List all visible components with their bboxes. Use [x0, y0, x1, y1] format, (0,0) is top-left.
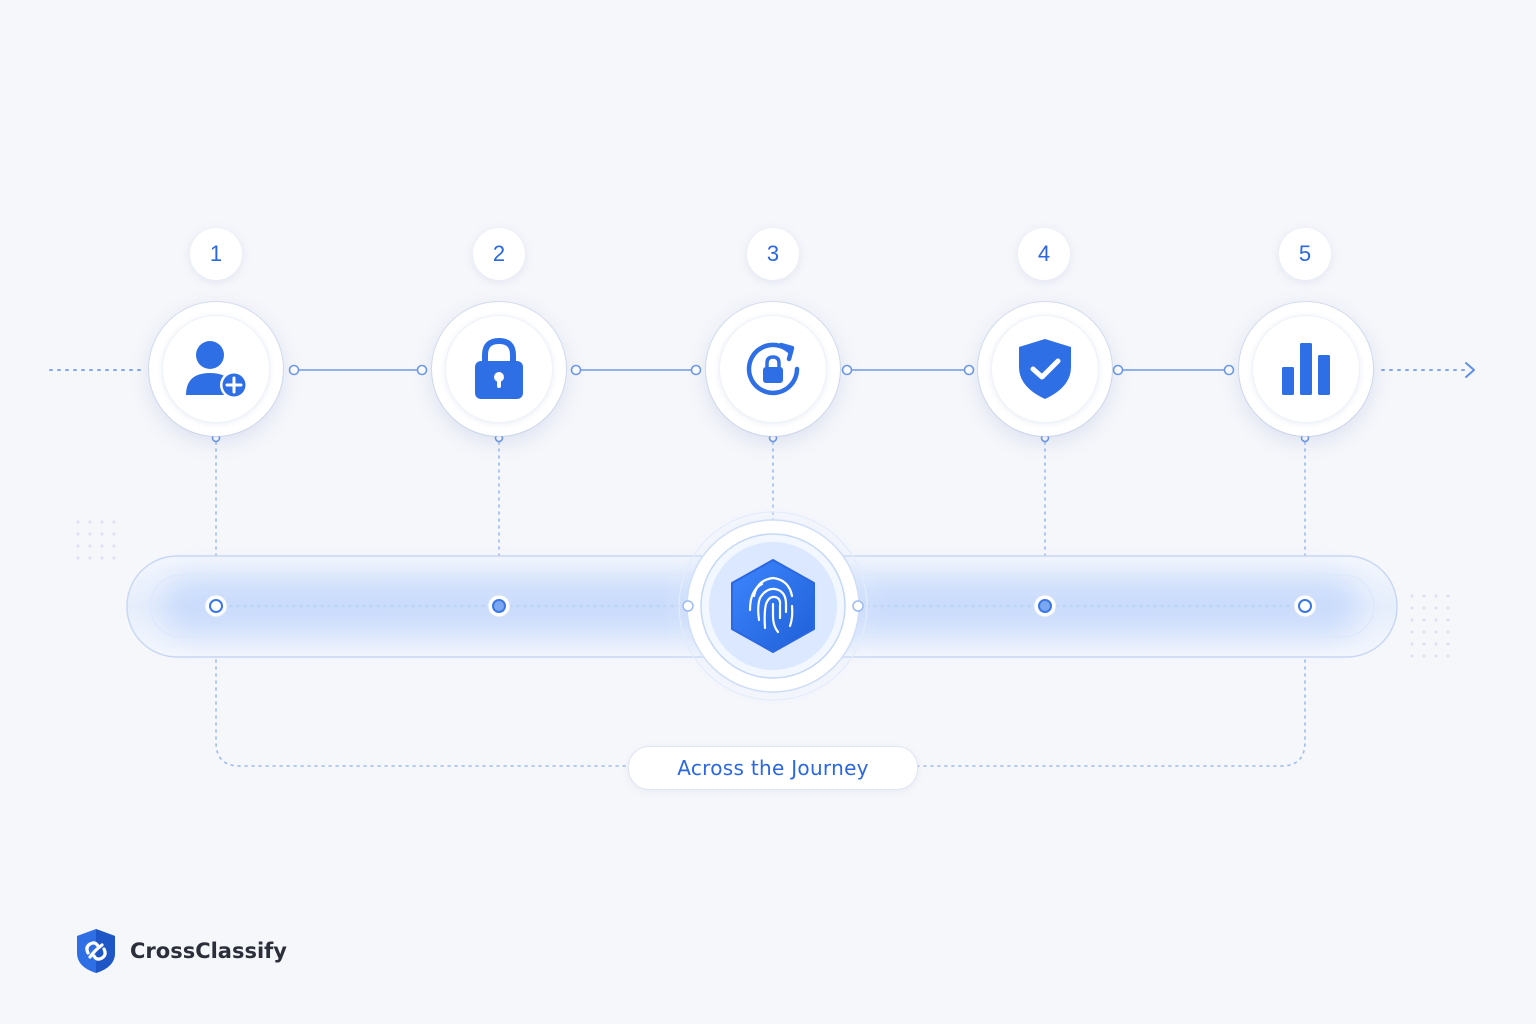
step-4-inner — [991, 315, 1099, 423]
journey-label: Across the Journey — [628, 746, 918, 790]
step-3-node — [706, 302, 840, 436]
step-1-node — [149, 302, 283, 436]
padlock-icon — [475, 337, 523, 399]
step-number-2: 2 — [473, 228, 525, 280]
step-2-inner — [445, 315, 553, 423]
crossclassify-logo-icon — [77, 929, 115, 973]
step-2-node — [432, 302, 566, 436]
fingerprint-hexagon-icon — [731, 559, 815, 653]
journey-bracket-left — [215, 659, 627, 767]
decor-dot-grid-left — [76, 520, 116, 560]
step-4-node — [978, 302, 1112, 436]
flow-arrow-icon — [1465, 362, 1475, 378]
step-3-inner — [719, 315, 827, 423]
center-hub — [661, 494, 885, 718]
journey-bracket-right — [917, 659, 1306, 767]
bar-chart-icon — [1282, 343, 1330, 395]
step-connectors — [288, 364, 1235, 376]
decor-dot-grid-right — [1410, 594, 1450, 658]
step-number-5: 5 — [1279, 228, 1331, 280]
step-number-1: 1 — [190, 228, 242, 280]
step-5-node — [1239, 302, 1373, 436]
step-number-3: 3 — [747, 228, 799, 280]
step-1-inner — [162, 315, 270, 423]
user-plus-icon — [186, 341, 248, 399]
journey-bar-nodes — [204, 594, 1317, 618]
shield-check-icon — [1019, 339, 1071, 399]
brand-name: CrossClassify — [130, 939, 287, 963]
rotate-lock-icon — [746, 342, 800, 396]
drop-anchor-dots — [211, 433, 1310, 443]
step-number-4: 4 — [1018, 228, 1070, 280]
step-5-inner — [1252, 315, 1360, 423]
brand: CrossClassify — [74, 926, 287, 976]
